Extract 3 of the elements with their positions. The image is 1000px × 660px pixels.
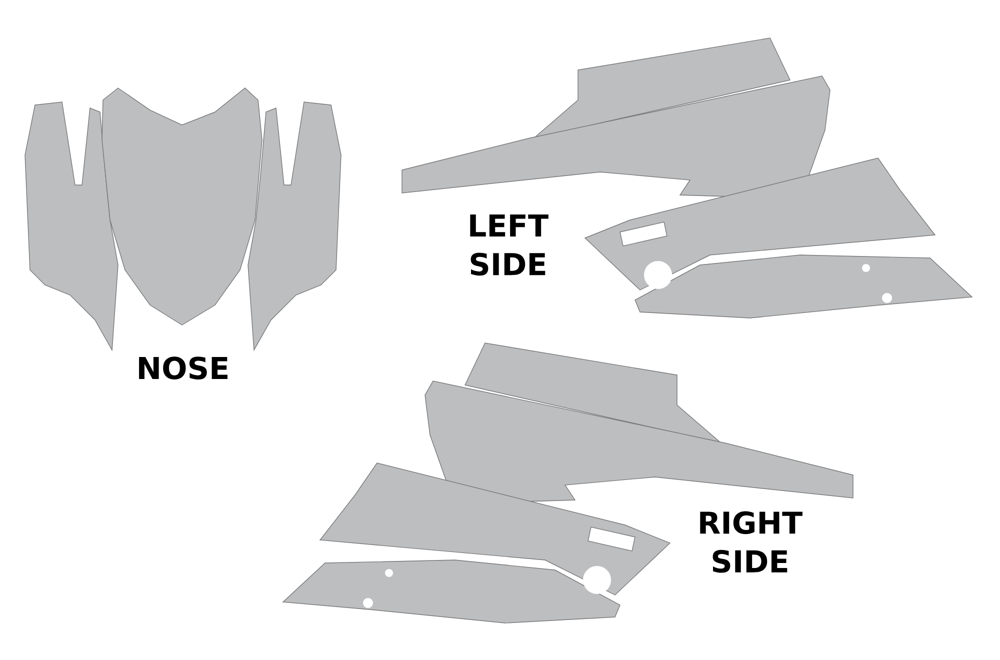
- part-label: RIGHT SIDE: [700, 511, 802, 573]
- part-label: NOSE: [139, 356, 228, 380]
- part-label: LEFT SIDE: [470, 214, 548, 276]
